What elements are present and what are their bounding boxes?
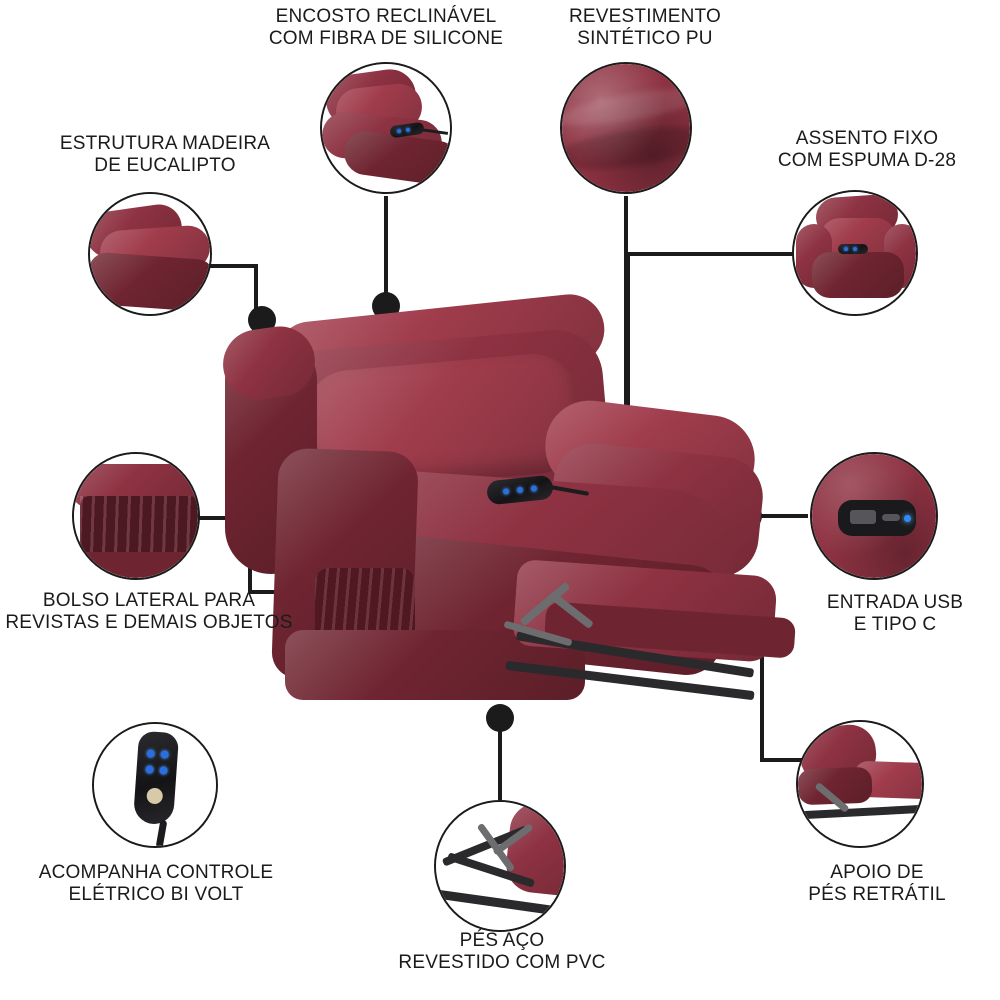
label-estrutura-madeira: ESTRUTURA MADEIRA DE EUCALIPTO bbox=[59, 133, 271, 177]
recliner-chair-illustration bbox=[215, 290, 797, 730]
bubble-revestimento-pu bbox=[560, 62, 692, 194]
label-assento-espuma: ASSENTO FIXO COM ESPUMA D-28 bbox=[777, 128, 957, 172]
bubble-apoio-pes bbox=[796, 720, 924, 848]
label-pes-aco: PÉS AÇO REVESTIDO COM PVC bbox=[398, 930, 606, 974]
bubble-entrada-usb bbox=[810, 452, 938, 580]
bubble-estrutura-madeira bbox=[88, 192, 212, 316]
label-revestimento-pu: REVESTIMENTO SINTÉTICO PU bbox=[569, 6, 721, 50]
label-apoio-pes: APOIO DE PÉS RETRÁTIL bbox=[808, 862, 946, 906]
usb-socket bbox=[838, 500, 916, 536]
bubble-encosto-reclinavel bbox=[320, 62, 452, 194]
bubble-controle-eletrico bbox=[92, 722, 218, 848]
remote-control-device[interactable] bbox=[132, 730, 180, 826]
bubble-pes-aco bbox=[434, 800, 566, 932]
bubble-bolso-lateral bbox=[72, 452, 200, 580]
usb-led-icon bbox=[904, 515, 911, 522]
label-bolso-lateral: BOLSO LATERAL PARA REVISTAS E DEMAIS OBJ… bbox=[5, 590, 293, 634]
label-encosto-reclinavel: ENCOSTO RECLINÁVEL COM FIBRA DE SILICONE bbox=[268, 6, 504, 50]
bubble-assento-espuma bbox=[792, 190, 918, 316]
label-controle-eletrico: ACOMPANHA CONTROLE ELÉTRICO BI VOLT bbox=[38, 862, 274, 906]
label-entrada-usb: ENTRADA USB E TIPO C bbox=[826, 592, 964, 636]
